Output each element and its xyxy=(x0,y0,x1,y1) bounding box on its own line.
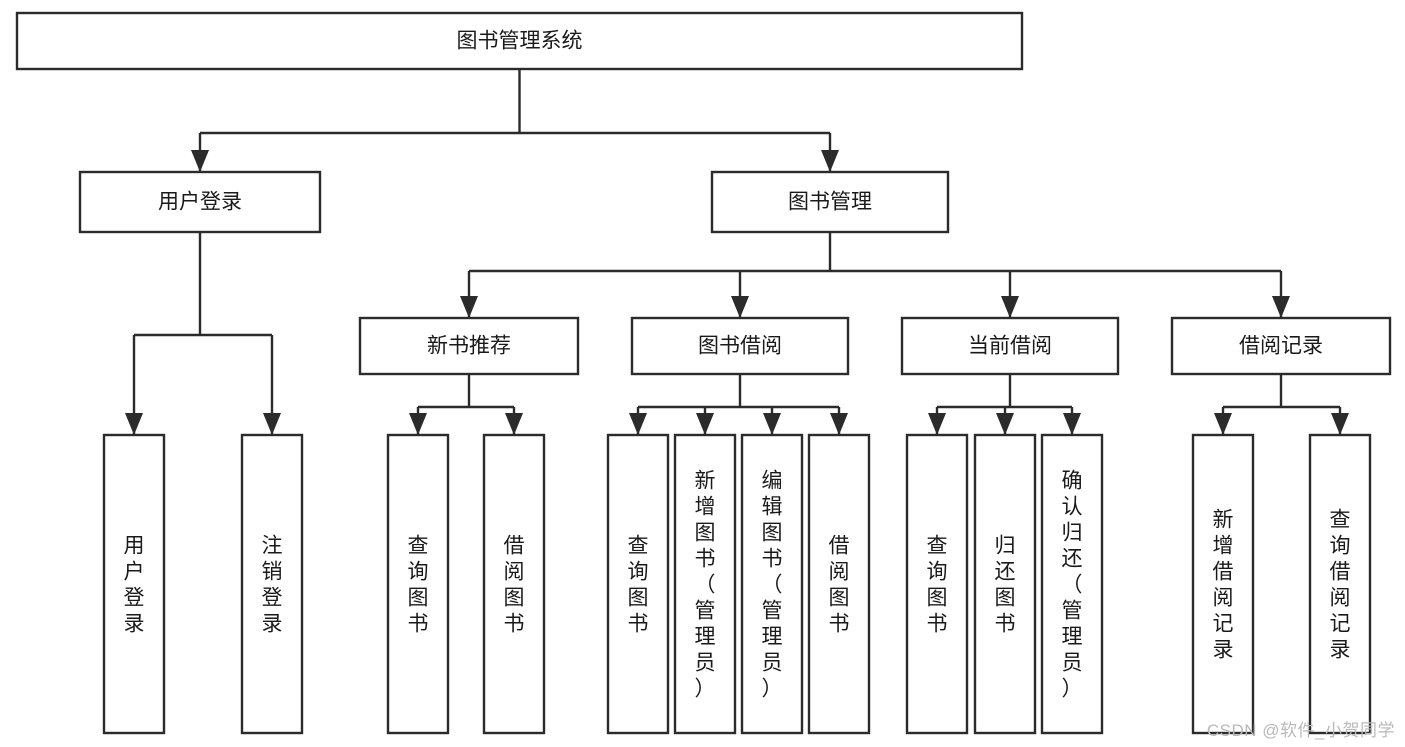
arrow-head-icon xyxy=(629,413,647,435)
arrow-head-icon xyxy=(505,413,523,435)
arrow-head-icon xyxy=(996,413,1014,435)
node-root-root-box[interactable] xyxy=(15,11,1024,71)
node-cb-return[interactable]: 归还图书 xyxy=(973,433,1037,735)
arrow-head-icon xyxy=(1063,413,1081,435)
node-br-add[interactable]: 新增借阅记录 xyxy=(1191,433,1255,735)
arrow-head-icon xyxy=(830,413,848,435)
node-borrow-record-label: 借阅记录 xyxy=(1239,335,1323,358)
node-nb-borrow-label: 借阅图书 xyxy=(504,534,525,635)
node-bb-add-label: 新增图书（管理员） xyxy=(695,469,716,700)
node-leaf-user-login-box[interactable] xyxy=(102,433,166,735)
arrow-head-icon xyxy=(409,413,427,435)
arrow-head-icon xyxy=(1272,296,1290,318)
node-leaf-user-logout-box[interactable] xyxy=(240,433,304,735)
node-nb-borrow-box[interactable] xyxy=(482,433,546,735)
node-nb-borrow[interactable]: 借阅图书 xyxy=(482,433,546,735)
node-cb-confirm-label: 确认归还（管理员） xyxy=(1062,469,1083,700)
node-nb-query[interactable]: 查询图书 xyxy=(386,433,450,735)
node-bb-edit-box[interactable] xyxy=(740,433,804,735)
node-new-book-rec[interactable]: 新书推荐 xyxy=(358,316,580,376)
node-book-borrow[interactable]: 图书借阅 xyxy=(630,316,850,376)
node-bb-borrow[interactable]: 借阅图书 xyxy=(807,433,871,735)
node-bb-query-box[interactable] xyxy=(606,433,670,735)
arrow-head-icon xyxy=(1214,413,1232,435)
node-user-login-box[interactable] xyxy=(78,170,322,234)
node-leaf-user-login[interactable]: 用户登录 xyxy=(102,433,166,735)
node-user-login[interactable]: 用户登录 xyxy=(78,170,322,234)
node-cb-return-box[interactable] xyxy=(973,433,1037,735)
node-borrow-record[interactable]: 借阅记录 xyxy=(1170,316,1392,376)
node-user-login-label: 用户登录 xyxy=(158,191,242,214)
node-leaf-user-login-label: 用户登录 xyxy=(124,534,145,635)
node-cb-confirm[interactable]: 确认归还（管理员） xyxy=(1040,433,1104,735)
node-root-root[interactable]: 图书管理系统 xyxy=(15,11,1024,71)
node-current-borrow[interactable]: 当前借阅 xyxy=(900,316,1120,376)
node-cb-query-box[interactable] xyxy=(905,433,969,735)
node-leaf-user-logout[interactable]: 注销登录 xyxy=(240,433,304,735)
node-nb-query-label: 查询图书 xyxy=(408,534,429,635)
arrow-head-icon xyxy=(1001,296,1019,318)
node-current-borrow-box[interactable] xyxy=(900,316,1120,376)
node-book-manage[interactable]: 图书管理 xyxy=(710,170,950,234)
node-br-query[interactable]: 查询借阅记录 xyxy=(1308,433,1372,735)
node-book-borrow-box[interactable] xyxy=(630,316,850,376)
node-current-borrow-label: 当前借阅 xyxy=(968,335,1052,358)
arrow-head-icon xyxy=(460,296,478,318)
arrow-head-icon xyxy=(263,413,281,435)
arrow-head-icon xyxy=(125,413,143,435)
node-root-root-label: 图书管理系统 xyxy=(457,30,583,53)
arrow-head-icon xyxy=(1331,413,1349,435)
node-book-borrow-label: 图书借阅 xyxy=(698,335,782,358)
node-br-add-box[interactable] xyxy=(1191,433,1255,735)
arrow-head-icon xyxy=(696,413,714,435)
node-borrow-record-box[interactable] xyxy=(1170,316,1392,376)
node-bb-query-label: 查询图书 xyxy=(628,534,649,635)
arrow-head-icon xyxy=(191,150,209,172)
arrow-head-icon xyxy=(731,296,749,318)
node-cb-confirm-box[interactable] xyxy=(1040,433,1104,735)
node-bb-add-box[interactable] xyxy=(673,433,737,735)
node-book-manage-box[interactable] xyxy=(710,170,950,234)
node-bb-edit-label: 编辑图书（管理员） xyxy=(762,469,783,700)
node-bb-query[interactable]: 查询图书 xyxy=(606,433,670,735)
node-nb-query-box[interactable] xyxy=(386,433,450,735)
node-cb-return-label: 归还图书 xyxy=(995,534,1016,635)
node-bb-edit[interactable]: 编辑图书（管理员） xyxy=(740,433,804,735)
node-cb-query-label: 查询图书 xyxy=(927,534,948,635)
node-new-book-rec-label: 新书推荐 xyxy=(427,335,511,358)
arrow-head-icon xyxy=(821,150,839,172)
node-bb-borrow-box[interactable] xyxy=(807,433,871,735)
node-bb-add[interactable]: 新增图书（管理员） xyxy=(673,433,737,735)
node-br-add-label: 新增借阅记录 xyxy=(1213,508,1234,661)
arrow-head-icon xyxy=(763,413,781,435)
node-br-query-label: 查询借阅记录 xyxy=(1330,508,1351,661)
node-leaf-user-logout-label: 注销登录 xyxy=(262,534,283,635)
node-cb-query[interactable]: 查询图书 xyxy=(905,433,969,735)
node-new-book-rec-box[interactable] xyxy=(358,316,580,376)
node-br-query-box[interactable] xyxy=(1308,433,1372,735)
node-book-manage-label: 图书管理 xyxy=(788,191,872,214)
arrow-head-icon xyxy=(928,413,946,435)
node-bb-borrow-label: 借阅图书 xyxy=(829,534,850,635)
